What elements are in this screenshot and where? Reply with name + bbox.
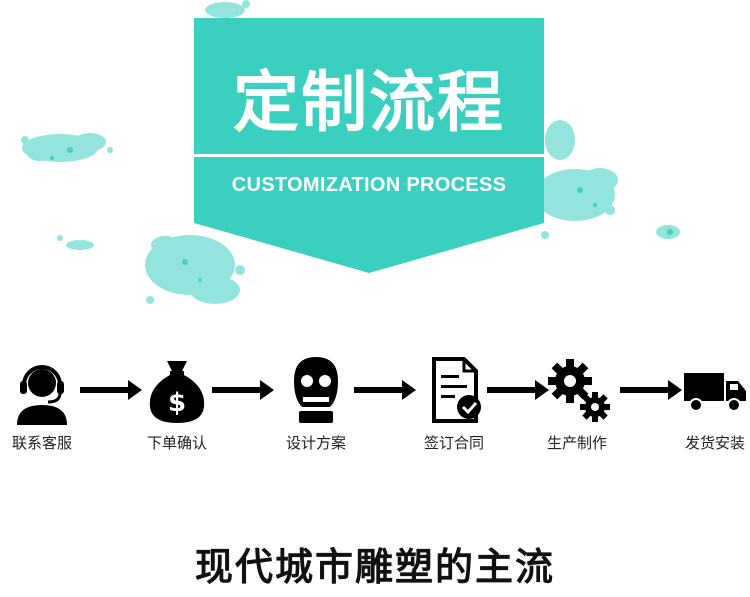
- arrow-right-icon: [212, 380, 274, 400]
- customer-service-headset-icon: [17, 365, 67, 425]
- ink-splash-decoration: [21, 0, 680, 304]
- contract-document-icon: [432, 357, 481, 423]
- banner-shape: [194, 18, 544, 273]
- step-label: 发货安装: [684, 434, 745, 452]
- step-delivery-install: 发货安装: [660, 355, 750, 453]
- arrow-right-icon: [354, 380, 416, 400]
- step-production: 生产制作: [522, 355, 632, 453]
- arrow-right-icon: [620, 380, 682, 400]
- arrow-right-icon: [487, 380, 549, 400]
- delivery-truck-icon: [684, 373, 746, 412]
- title-banner: 定制流程 CUSTOMIZATION PROCESS: [194, 18, 544, 273]
- tagline: 现代城市雕塑的主流: [194, 545, 555, 589]
- svg-text:$: $: [168, 388, 186, 418]
- production-gears-icon: [548, 359, 610, 422]
- step-design-plan: 设计方案: [261, 355, 371, 453]
- banner-title: 定制流程: [233, 64, 505, 141]
- step-contact-service: 联系客服: [0, 355, 97, 453]
- step-label: 联系客服: [11, 434, 72, 452]
- step-label: 签订合同: [423, 434, 484, 452]
- design-mask-icon: [294, 357, 338, 423]
- banner-divider: [194, 154, 544, 157]
- money-bag-icon: $: [149, 361, 205, 423]
- step-label: 生产制作: [546, 434, 607, 452]
- arrow-right-icon: [80, 380, 142, 400]
- step-label: 下单确认: [146, 434, 207, 452]
- step-sign-contract: 签订合同: [399, 355, 509, 453]
- step-label: 设计方案: [285, 434, 346, 452]
- banner-subtitle: CUSTOMIZATION PROCESS: [231, 174, 507, 196]
- step-order-confirm: $ 下单确认: [122, 355, 232, 453]
